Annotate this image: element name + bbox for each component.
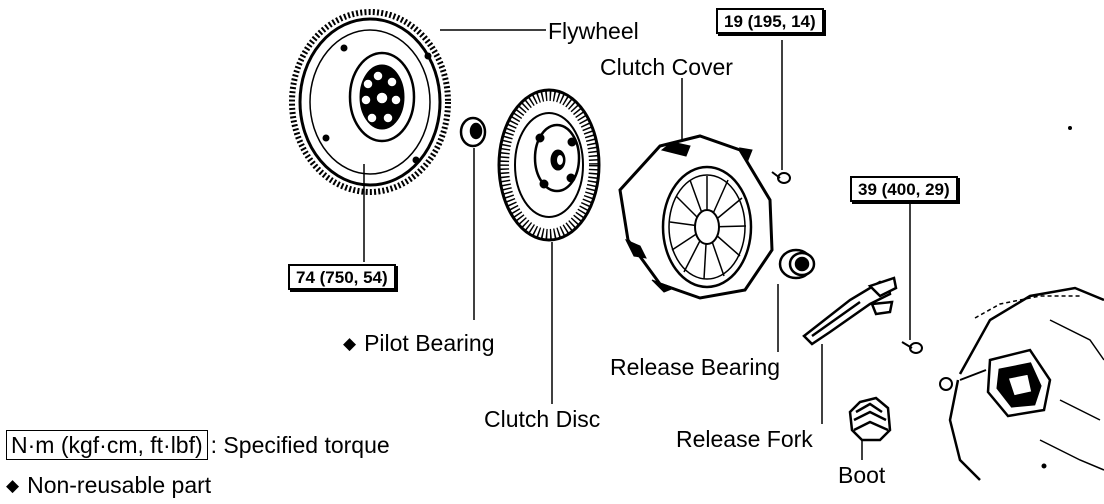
clutch-cover-label: Clutch Cover: [600, 54, 733, 80]
legend-specified-text: : Specified torque: [210, 432, 390, 458]
legend-nonreusable-text: Non-reusable part: [27, 472, 212, 498]
pilot-bearing-text: Pilot Bearing: [364, 330, 495, 356]
clutch-cover-drawing: [618, 134, 774, 300]
legend-unit-box: N·m (kgf·cm, ft·lbf): [6, 430, 208, 460]
flywheel-bolt-torque: 74 (750, 54): [288, 264, 396, 290]
boot-drawing: [848, 396, 892, 442]
cover-bolt-drawing: [771, 171, 791, 184]
legend-marker-icon: ◆: [6, 476, 20, 495]
boot-label: Boot: [838, 462, 886, 488]
fork-bolt-drawing: [901, 341, 923, 354]
fork-bolt-torque: 39 (400, 29): [850, 176, 958, 202]
cover-bolt-torque: 19 (195, 14): [716, 8, 824, 34]
legend-nonreusable: ◆ Non-reusable part: [6, 474, 211, 497]
flywheel-label: Flywheel: [548, 18, 639, 44]
flywheel-drawing: [289, 9, 451, 195]
non-reusable-marker-icon: ◆: [343, 334, 357, 353]
release-bearing-drawing: [778, 248, 816, 280]
legend-torque: N·m (kgf·cm, ft·lbf): Specified torque: [6, 430, 390, 460]
release-bearing-label: Release Bearing: [610, 354, 781, 380]
release-fork-drawing: [802, 276, 898, 346]
clutch-disc-drawing: [497, 88, 601, 242]
pilot-bearing-drawing: [459, 116, 487, 148]
transmission-housing-drawing: [939, 126, 1104, 481]
release-fork-label: Release Fork: [676, 426, 813, 452]
pilot-bearing-label: ◆ Pilot Bearing: [343, 332, 495, 355]
clutch-disc-label: Clutch Disc: [484, 406, 601, 432]
leader-lines: [363, 29, 911, 460]
